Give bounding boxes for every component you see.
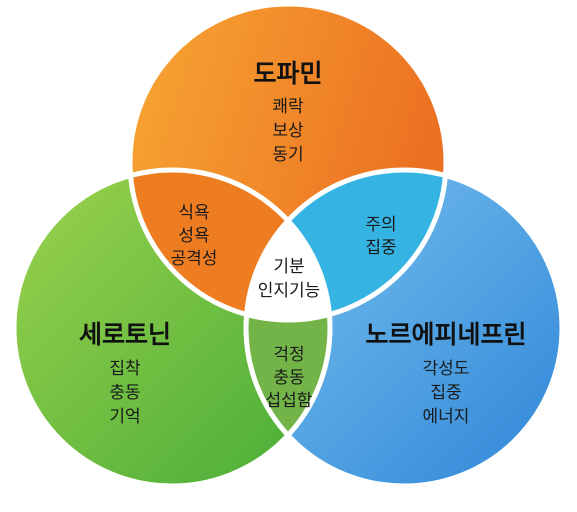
overlap-dopamine-norepinephrine: [246, 170, 446, 320]
serotonin-line: 집착: [109, 359, 141, 379]
border-norepinephrine: [243, 167, 565, 489]
serotonin-title: 세로토닌: [79, 320, 171, 349]
overlap-sero-nor-line: 충동: [273, 368, 304, 388]
overlap-dopa-nor-line: 주의: [365, 215, 396, 235]
dopamine-title: 도파민: [253, 59, 322, 88]
norepinephrine-line: 에너지: [423, 407, 470, 427]
dopamine-line: 쾌락: [272, 97, 304, 117]
norepinephrine-line: 집중: [430, 383, 461, 403]
center-line: 기분: [273, 257, 304, 277]
border-dopamine: [127, 1, 449, 323]
serotonin-line: 충동: [109, 383, 140, 403]
serotonin-line: 기억: [109, 407, 140, 427]
norepinephrine-title: 노르에피네프린: [365, 320, 526, 349]
dopamine-line: 보상: [272, 121, 304, 141]
overlap-dopamine-serotonin: [130, 170, 330, 320]
overlap-dopa-sero-line: 성욕: [178, 226, 209, 246]
overlap-dopa-nor-line: 집중: [365, 238, 396, 258]
overlap-dopa-sero-line: 식욕: [178, 203, 209, 223]
border-serotonin: [11, 167, 333, 489]
center-line: 인지기능: [258, 281, 321, 301]
dopamine-line: 동기: [272, 145, 303, 165]
overlap-sero-nor-line: 섭섭함: [266, 391, 313, 411]
overlap-sero-nor-line: 걱정: [273, 345, 304, 365]
overlap-dopa-sero-line: 공격성: [171, 249, 218, 269]
norepinephrine-line: 각성도: [423, 359, 470, 379]
